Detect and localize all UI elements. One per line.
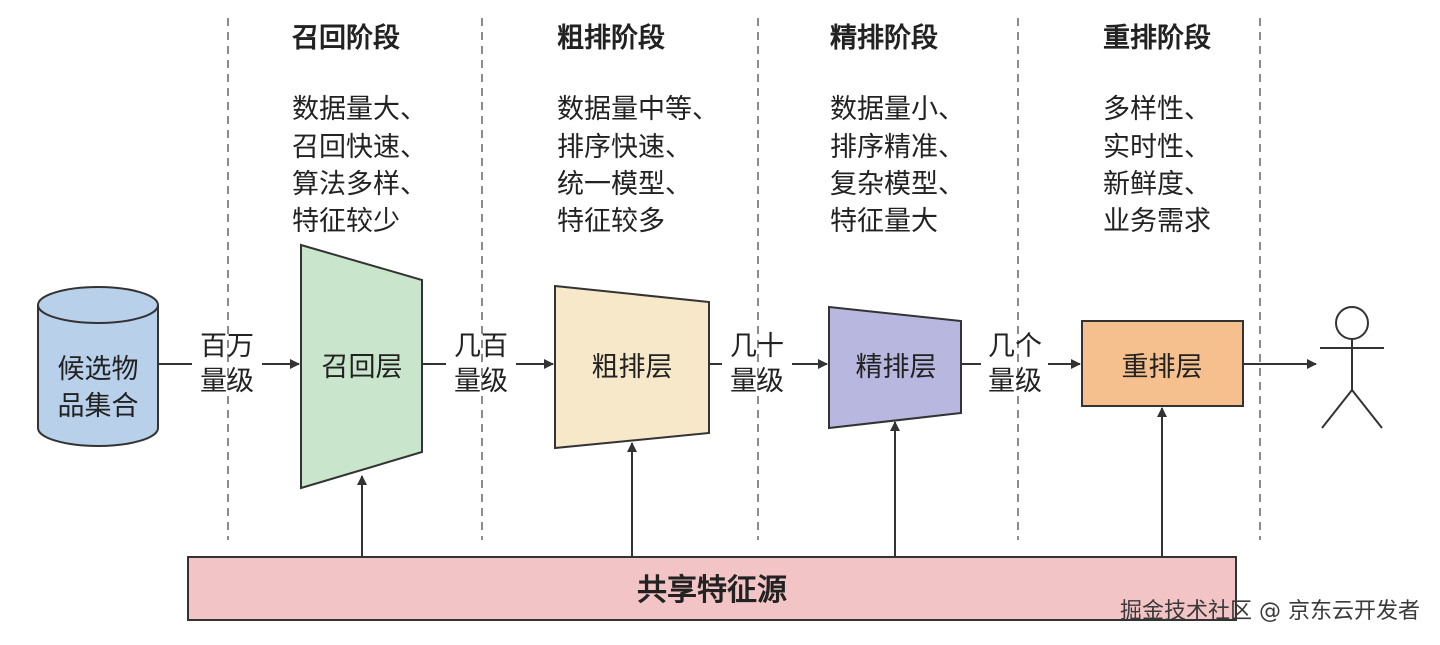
stage-desc-rerank: 多样性、 实时性、 新鲜度、 业务需求 <box>1103 94 1211 237</box>
shared-feature-source-label: 共享特征源 <box>637 573 787 608</box>
stage-separators <box>227 18 1261 540</box>
user-icon <box>1320 306 1384 429</box>
shared-feature-source-box <box>187 556 1237 621</box>
desc-line: 复杂模型、 <box>830 169 965 200</box>
desc-line: 新鲜度、 <box>1103 169 1211 200</box>
stage-desc-coarse: 数据量中等、 排序快速、 统一模型、 特征较多 <box>557 94 719 237</box>
desc-line: 数据量大、 <box>292 94 427 125</box>
fine-layer-shape <box>828 305 962 430</box>
recall-layer-shape <box>300 243 423 490</box>
candidate-label-line1: 候选物 <box>58 354 139 385</box>
cylinder-top <box>37 286 159 324</box>
volume-label-line2: 量级 <box>730 366 784 397</box>
stage-title-recall: 召回阶段 <box>292 23 400 54</box>
stage-title-rerank: 重排阶段 <box>1103 23 1211 54</box>
desc-line: 数据量小、 <box>830 94 965 125</box>
recall-layer-label: 召回层 <box>322 352 403 383</box>
volume-label-line1: 百万 <box>200 331 254 362</box>
stage-title-coarse: 粗排阶段 <box>557 23 665 54</box>
rerank-layer-label: 重排层 <box>1122 352 1203 383</box>
desc-line: 排序快速、 <box>557 132 692 163</box>
volume-label-line2: 量级 <box>988 366 1042 397</box>
volume-label-line1: 几个 <box>988 331 1042 362</box>
volume-label-line1: 几十 <box>730 331 784 362</box>
fine-layer-label: 精排层 <box>856 352 937 383</box>
desc-line: 算法多样、 <box>292 169 427 200</box>
coarse-layer-label: 粗排层 <box>592 352 673 383</box>
stage-title-fine: 精排阶段 <box>830 23 938 54</box>
desc-line: 实时性、 <box>1103 132 1211 163</box>
stage-desc-fine: 数据量小、 排序精准、 复杂模型、 特征量大 <box>830 94 965 237</box>
coarse-layer-shape <box>554 284 710 450</box>
candidate-cylinder: 候选物 品集合 <box>37 286 159 447</box>
volume-label-line1: 几百 <box>454 331 508 362</box>
desc-line: 统一模型、 <box>557 169 692 200</box>
candidate-label-line2: 品集合 <box>58 391 139 422</box>
desc-line: 特征量大 <box>830 206 938 237</box>
stage-desc-recall: 数据量大、 召回快速、 算法多样、 特征较少 <box>292 94 427 237</box>
volume-label-line2: 量级 <box>200 366 254 397</box>
watermark-text: 掘金技术社区 @ 京东云开发者 <box>1120 599 1420 624</box>
desc-line: 召回快速、 <box>292 132 427 163</box>
desc-line: 多样性、 <box>1103 94 1211 125</box>
cylinder-body <box>37 305 159 447</box>
desc-line: 特征较多 <box>557 206 665 237</box>
desc-line: 数据量中等、 <box>557 94 719 125</box>
volume-label-line2: 量级 <box>454 366 508 397</box>
desc-line: 排序精准、 <box>830 132 965 163</box>
desc-line: 业务需求 <box>1103 206 1211 237</box>
desc-line: 特征较少 <box>292 206 400 237</box>
